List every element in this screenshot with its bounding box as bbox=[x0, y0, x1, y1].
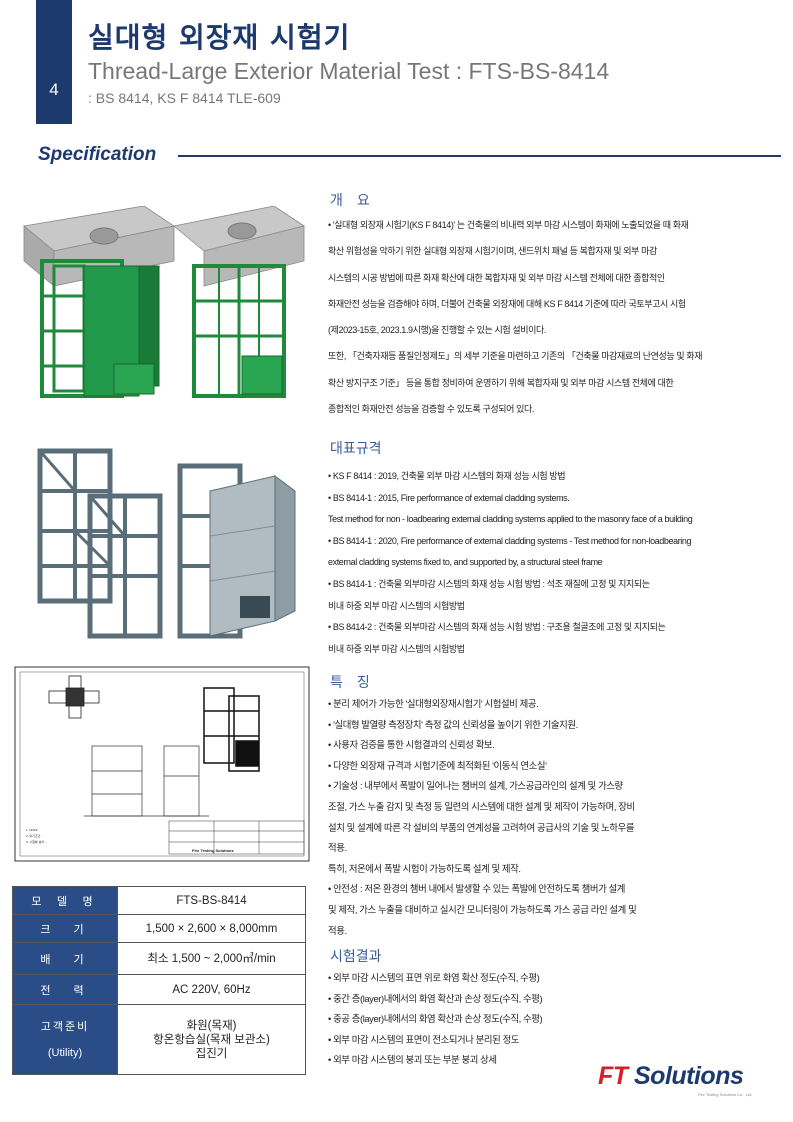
overview-title: 개 요 bbox=[330, 193, 370, 209]
utility-label: 고객준비 bbox=[40, 1019, 90, 1033]
overview-line: • '실대형 외장재 시험기(KS F 8414)' 는 건축물의 비내력 외부… bbox=[328, 220, 689, 230]
overview-line: 시스템의 시공 방법에 따른 화재 확산에 대한 복합자재 및 외부 마감 시스… bbox=[328, 272, 665, 283]
results-list: • 외부 마감 시스템의 표면 위로 화염 확산 정도(수직, 수평) • 중간… bbox=[328, 968, 773, 1071]
drawing-title-block bbox=[168, 820, 305, 855]
drawing-note: 1. NOTE bbox=[26, 828, 38, 832]
spec-row-utility: 고객준비 (Utility) 화원(목재) 항온항습실(목재 보관소) 집진기 bbox=[12, 1004, 306, 1075]
overview-line: 또한, 「건축자재등 품질인정제도」의 세부 기준을 마련하고 기존의 「건축물… bbox=[328, 351, 703, 362]
drawing-company-name: Fire Testing Solutions bbox=[192, 848, 234, 853]
overview-line: 확산 방지구조 기준」 등을 통합 정비하여 운영하기 위해 복합자재 및 외부… bbox=[328, 377, 674, 388]
feature-item: • 분리 제어가 가능한 '실대형외장재시험기' 시험설비 제공. bbox=[328, 698, 539, 709]
green-frame-illustration bbox=[23, 206, 305, 398]
result-item: • 중공 층(layer)내에서의 화염 확산과 손상 정도(수직, 수평) bbox=[328, 1013, 543, 1025]
overview-line: 화재안전 성능을 검증해야 하며, 더불어 건축물 외장재에 대해 KS F 8… bbox=[328, 298, 686, 309]
result-item: • 외부 마감 시스템의 표면이 전소되거나 분리된 정도 bbox=[328, 1033, 520, 1045]
standard-item: external cladding systems fixed to, and … bbox=[328, 557, 603, 568]
spec-label-utility: 고객준비 (Utility) bbox=[12, 1004, 118, 1075]
standards-list: • KS F 8414 : 2019, 건축물 외부 마감 시스템의 화재 성능… bbox=[328, 466, 773, 660]
drawing-note: 2. 외기조건 ... bbox=[26, 833, 44, 838]
spec-value: FTS-BS-8414 bbox=[117, 886, 306, 915]
spec-row-model: 모 델 명 FTS-BS-8414 bbox=[12, 886, 306, 915]
result-item: • 중간 층(layer)내에서의 화염 확산과 손상 정도(수직, 수평) bbox=[328, 992, 543, 1004]
standard-item: • KS F 8414 : 2019, 건축물 외부 마감 시스템의 화재 성능… bbox=[328, 471, 566, 481]
result-item: • 외부 마감 시스템의 표면 위로 화염 확산 정도(수직, 수평) bbox=[328, 972, 540, 983]
feature-item: 적용. bbox=[328, 842, 347, 854]
standard-item: • BS 8414-1 : 건축물 외부마감 시스템의 화재 성능 시험 방법 … bbox=[328, 578, 650, 589]
overview-text: • '실대형 외장재 시험기(KS F 8414)' 는 건축물의 비내력 외부… bbox=[328, 212, 768, 422]
feature-item: 조절, 가스 누출 감지 및 측정 등 일련의 시스템에 대한 설계 및 제작이… bbox=[328, 800, 635, 812]
spec-row-power: 전 력 AC 220V, 60Hz bbox=[12, 974, 306, 1005]
drawing-note: 3. 시험체 설치 ... bbox=[26, 839, 47, 844]
feature-item: • 사용자 검증을 통한 시험결과의 신뢰성 확보. bbox=[328, 739, 495, 751]
logo-ft: FT bbox=[598, 1062, 628, 1090]
spec-value-utility: 화원(목재) 항온항습실(목재 보관소) 집진기 bbox=[117, 1004, 306, 1075]
standard-item: • BS 8414-2 : 건축물 외부마감 시스템의 화재 성능 시험 방법 … bbox=[328, 622, 666, 633]
overview-line: (제2023-15호, 2023.1.9시행)을 진행할 수 있는 시험 설비이… bbox=[328, 325, 547, 336]
page-subtitle: Thread-Large Exterior Material Test : FT… bbox=[88, 58, 610, 84]
technical-drawing: Fire Testing Solutions 1. NOTE 2. 외기조건 .… bbox=[14, 666, 310, 862]
features-list: • 분리 제어가 가능한 '실대형외장재시험기' 시험설비 제공. • '실대형… bbox=[328, 694, 773, 941]
standard-item: 비내 하중 외부 마감 시스템의 시험방법 bbox=[328, 600, 465, 611]
feature-item: 설치 및 설계에 따른 각 설비의 부품의 연계성을 고려하여 공급사의 기술 … bbox=[328, 821, 635, 833]
steel-frame-right bbox=[177, 463, 296, 639]
result-item: • 외부 마감 시스템의 붕괴 또는 부분 붕괴 상세 bbox=[328, 1054, 497, 1066]
utility-value: 항온항습실(목재 보관소) bbox=[153, 1033, 270, 1046]
standard-item: 비내 하중 외부 마감 시스템의 시험방법 bbox=[328, 643, 465, 654]
feature-item: 및 제작, 가스 누출을 대비하고 실시간 모니터링이 가능하도록 가스 공급 … bbox=[328, 903, 637, 915]
exhaust-hood-right bbox=[173, 206, 305, 287]
feature-item: • '실대형 발열량 측정장치' 측정 값의 신뢰성을 높이기 위한 기술지원. bbox=[328, 718, 578, 730]
spec-label: 크 기 bbox=[12, 914, 118, 943]
spec-label: 배 기 bbox=[12, 942, 118, 975]
standard-item: • BS 8414-1 : 2015, Fire performance of … bbox=[328, 492, 570, 503]
standard-item: • BS 8414-1 : 2020, Fire performance of … bbox=[328, 535, 692, 546]
spec-row-size: 크 기 1,500 × 2,600 × 8,000mm bbox=[12, 914, 306, 943]
green-frame-left bbox=[40, 259, 160, 398]
specification-heading: Specification bbox=[38, 144, 157, 165]
overview-line: 확산 위험성을 악하기 위한 실대형 외장재 시험기이며, 샌드위치 패널 등 … bbox=[328, 246, 657, 257]
feature-item: • 다양한 외장재 규격과 시험기준에 최적화된 '이동식 연소실' bbox=[328, 759, 547, 771]
standards-title: 대표규격 bbox=[330, 441, 382, 457]
results-title: 시험결과 bbox=[330, 949, 382, 965]
utility-label-sub: (Utility) bbox=[47, 1046, 83, 1059]
feature-item: 적용. bbox=[328, 924, 347, 936]
green-frame-right bbox=[192, 264, 286, 398]
feature-item: • 기술성 : 내부에서 폭발이 일어나는 챔버의 설계, 가스공급라인의 설계… bbox=[328, 780, 623, 792]
spec-label: 전 력 bbox=[12, 974, 118, 1005]
steel-frame-left bbox=[37, 448, 163, 639]
drawing-plan-view bbox=[48, 675, 100, 719]
drawing-elevation-views bbox=[84, 745, 209, 817]
spec-value: 1,500 × 2,600 × 8,000mm bbox=[117, 914, 306, 943]
company-logo: FT Solutions Fire Testing Solutions Co.,… bbox=[598, 1062, 773, 1102]
page-number-tab: 4 bbox=[36, 0, 72, 124]
spec-row-exhaust: 배 기 최소 1,500 ~ 2,000㎥/min bbox=[12, 942, 306, 975]
steel-frame-illustration bbox=[37, 448, 296, 639]
spec-label: 모 델 명 bbox=[12, 886, 118, 915]
overview-line: 종합적인 화재안전 성능을 검증할 수 있도록 구성되어 있다. bbox=[328, 404, 534, 415]
spec-value: 최소 1,500 ~ 2,000㎥/min bbox=[117, 942, 306, 975]
heading-divider bbox=[178, 155, 781, 157]
features-title: 특 징 bbox=[330, 675, 370, 691]
drawing-isometric-view bbox=[203, 687, 260, 772]
spec-table: 모 델 명 FTS-BS-8414 크 기 1,500 × 2,600 × 8,… bbox=[12, 886, 306, 1075]
page-title: 실대형 외장재 시험기 bbox=[88, 21, 351, 54]
feature-item: • 안전성 : 저온 환경의 챔버 내에서 발생할 수 있는 폭발에 안전하도록… bbox=[328, 883, 625, 895]
utility-value: 집진기 bbox=[195, 1047, 228, 1060]
utility-value: 화원(목재) bbox=[186, 1019, 237, 1032]
standards-caption: : BS 8414, KS F 8414 TLE-609 bbox=[88, 90, 281, 106]
logo-solutions: Solutions bbox=[627, 1062, 744, 1090]
feature-item: 특히, 저온에서 폭발 시험이 가능하도록 설계 및 제작. bbox=[328, 862, 521, 874]
standard-item: Test method for non - loadbearing extern… bbox=[328, 514, 693, 525]
spec-value: AC 220V, 60Hz bbox=[117, 974, 306, 1005]
logo-tagline: Fire Testing Solutions Co., Ltd. bbox=[698, 1092, 753, 1097]
page-number: 4 bbox=[49, 80, 59, 99]
